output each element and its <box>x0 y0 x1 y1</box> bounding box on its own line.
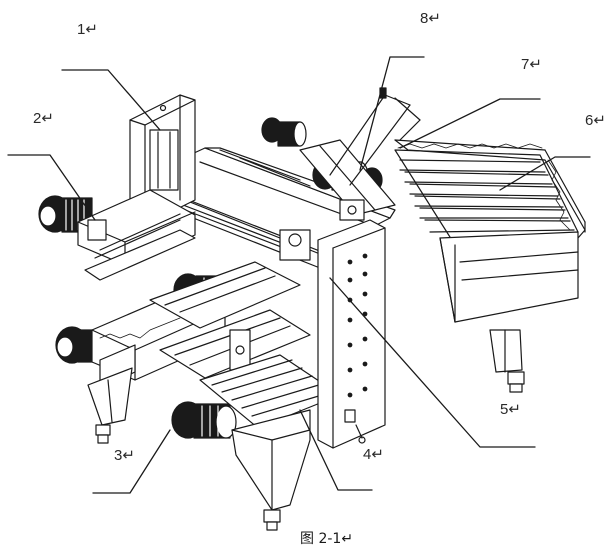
callout-7: 7↵ <box>521 56 542 73</box>
upper-left-motor <box>39 196 92 232</box>
leader-line-1 <box>61 69 161 131</box>
front-upright-plate <box>318 220 385 448</box>
leader-line-7 <box>399 98 541 149</box>
callout-6: 6↵ <box>585 112 606 129</box>
bottom-motor <box>172 402 236 438</box>
leader-line-3 <box>92 429 171 494</box>
callout-3: 3↵ <box>114 447 135 464</box>
right-leg <box>490 330 524 392</box>
right-conveyor-rollers <box>400 160 574 232</box>
right-conveyor-chain <box>397 143 571 231</box>
leader-lines <box>7 56 591 494</box>
callout-2: 2↵ <box>33 110 54 127</box>
leader-line-6 <box>499 156 591 191</box>
callout-5: 5↵ <box>500 401 521 418</box>
callout-8: 8↵ <box>420 10 441 27</box>
leader-line-4 <box>299 409 373 491</box>
left-leg <box>88 368 132 443</box>
callout-4: 4↵ <box>363 446 384 463</box>
leader-line-2 <box>7 154 96 221</box>
top-motor-assembly <box>262 88 420 220</box>
center-mechanism <box>150 230 310 378</box>
leader-line-8 <box>359 56 425 171</box>
callout-1: 1↵ <box>77 21 98 38</box>
upper-left-folding-unit <box>78 190 195 280</box>
leader-line-5 <box>329 277 536 448</box>
figure-caption: 图 2-1↵ <box>300 531 354 547</box>
bottom-front-leg <box>232 410 310 530</box>
